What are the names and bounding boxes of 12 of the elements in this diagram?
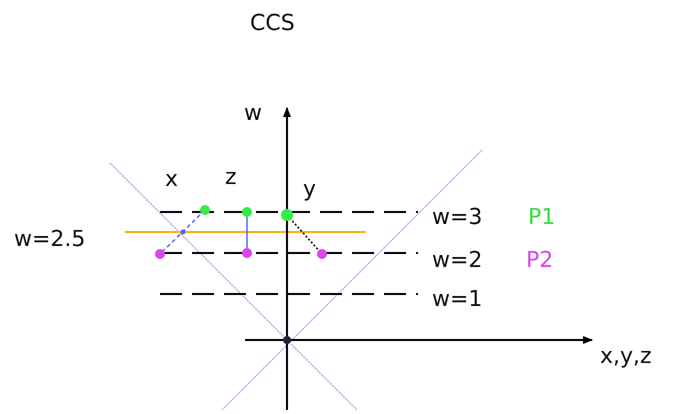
title: CCS (250, 12, 295, 36)
level-label: w=2.5 (14, 228, 86, 252)
point-label: P2 (526, 249, 554, 273)
axis-label: x (165, 168, 178, 192)
level-label: w=3 (432, 206, 482, 230)
level-label: w=2 (432, 249, 482, 273)
point-label: P1 (528, 206, 556, 230)
level-label: w=1 (432, 288, 482, 312)
axis-label: y (303, 178, 316, 202)
axis-label: x,y,z (600, 345, 652, 369)
axis-label: w (244, 102, 262, 126)
axis-label: z (225, 166, 237, 190)
